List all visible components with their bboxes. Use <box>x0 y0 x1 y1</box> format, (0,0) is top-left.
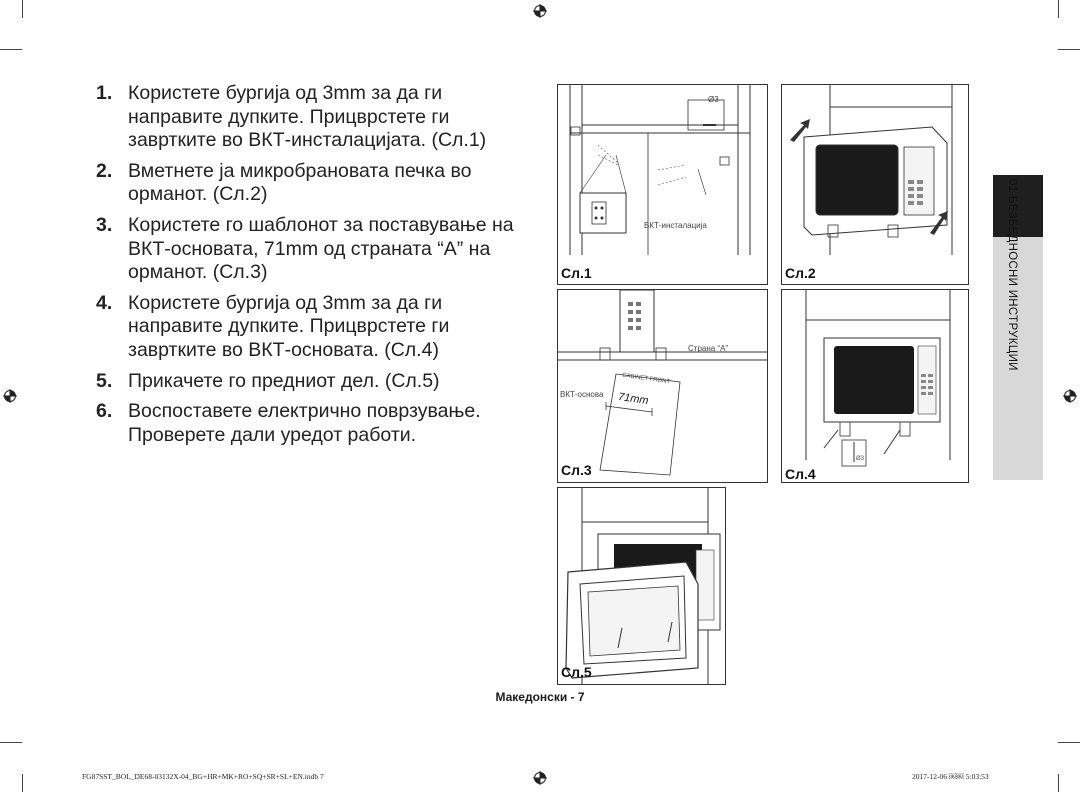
figure-5: Сл.5 <box>557 487 726 685</box>
section-title: 01 БЕЗБЕДНОСНИ ИНСТРУКЦИИ <box>1006 179 1018 371</box>
step-text: Прикачете го предниот дел. (Сл.5) <box>128 369 440 392</box>
instruction-step: 1. Користете бургија од 3mm за да ги нап… <box>96 82 536 153</box>
registration-mark-icon <box>533 4 547 18</box>
figure-2-label: Сл.2 <box>785 265 816 281</box>
section-side-tab: 01 БЕЗБЕДНОСНИ ИНСТРУКЦИИ <box>993 175 1043 480</box>
figure-3-label: Сл.3 <box>561 462 592 478</box>
hole-diameter-label: Ø3 <box>708 95 719 104</box>
figure-4-illustration <box>805 290 951 467</box>
step-text: Воспоставете електрично поврзување. Пров… <box>128 400 481 446</box>
figure-2: Сл.2 <box>781 84 969 285</box>
registration-mark-icon <box>1063 389 1077 403</box>
step-text: Користете го шаблонот за поставување на … <box>128 213 514 284</box>
step-text: Користете бургија од 3mm за да ги направ… <box>128 82 487 152</box>
step-number: 5. <box>96 369 113 392</box>
figure-1: Ø3 ВКТ-инсталација Сл.1 <box>557 84 768 285</box>
figure-3: Страна “A” CABINET FRONT ВКТ-основа 71mm… <box>557 289 768 483</box>
figure-2-illustration <box>790 85 953 255</box>
figure-1-illustration <box>569 85 751 255</box>
figure-4: Ø3 Сл.4 <box>781 289 969 483</box>
step-number: 3. <box>96 213 113 236</box>
crop-mark <box>0 742 22 743</box>
base-label: ВКТ-основа <box>560 390 604 399</box>
crop-mark <box>22 774 23 792</box>
step-number: 4. <box>96 291 113 314</box>
instruction-step: 4. Користете бургија од 3mm за да ги нап… <box>96 292 536 363</box>
step-number: 2. <box>96 159 113 182</box>
figure-3-illustration <box>558 289 767 476</box>
crop-mark <box>1058 0 1059 18</box>
print-date: 2017-12-06 ￼￼ 5:03:53 <box>912 772 989 781</box>
crop-mark <box>1058 742 1080 743</box>
figure-5-illustration <box>565 488 721 684</box>
crop-mark <box>22 0 23 18</box>
instruction-step: 3. Користете го шаблонот за поставување … <box>96 214 536 285</box>
crop-mark <box>1058 774 1059 792</box>
figure-1-label: Сл.1 <box>561 265 592 281</box>
registration-mark-icon <box>3 389 17 403</box>
crop-mark <box>1058 49 1080 50</box>
step-number: 1. <box>96 82 113 104</box>
registration-mark-icon <box>533 771 547 785</box>
side-tab-dark-block <box>993 175 1043 237</box>
figure-4-label: Сл.4 <box>785 466 816 482</box>
page-number: Македонски - 7 <box>495 690 585 704</box>
side-a-label: Страна “A” <box>688 344 729 353</box>
figure-5-label: Сл.5 <box>561 664 592 680</box>
crop-mark <box>0 49 22 50</box>
hole-diameter-label: Ø3 <box>856 456 865 462</box>
side-tab-light-block <box>993 237 1043 480</box>
instruction-step: 5. Прикачете го предниот дел. (Сл.5) <box>96 370 536 394</box>
step-text: Користете бургија од 3mm за да ги направ… <box>128 291 450 361</box>
step-text: Вметнете ја микробрановата печка во орма… <box>128 159 472 206</box>
step-number: 6. <box>96 400 113 423</box>
print-file-name: FG87SST_BOL_DE68-03132X-04_BG+HR+MK+RO+S… <box>82 772 324 781</box>
figure-1-caption: ВКТ-инсталација <box>644 221 707 230</box>
instruction-step: 6. Воспоставете електрично поврзување. П… <box>96 400 536 447</box>
instruction-step: 2. Вметнете ја микробрановата печка во о… <box>96 160 536 207</box>
instruction-list: 1. Користете бургија од 3mm за да ги нап… <box>96 82 536 454</box>
